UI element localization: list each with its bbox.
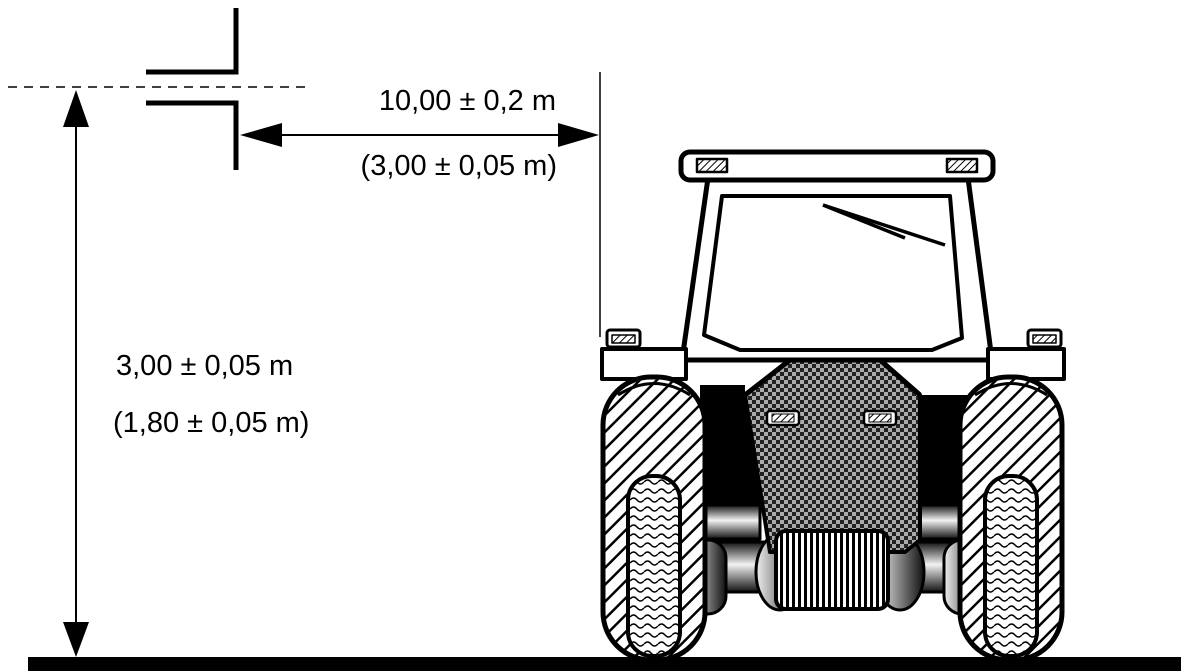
rear-body bbox=[743, 358, 922, 554]
vertical-height-alt-label: (1,80 ± 0,05 m) bbox=[113, 407, 309, 439]
horizontal-distance-label: 10,00 ± 0,2 m bbox=[379, 85, 556, 117]
horizontal-dimension-arrow bbox=[240, 123, 599, 147]
reference-marker-upper bbox=[146, 8, 239, 75]
left-rear-wheel bbox=[600, 374, 708, 663]
reference-marker-lower bbox=[146, 100, 239, 170]
left-fender bbox=[600, 347, 688, 381]
right-rear-wheel bbox=[957, 374, 1065, 663]
roof-light-right bbox=[945, 157, 979, 174]
vertical-height-label: 3,00 ± 0,05 m bbox=[116, 350, 293, 382]
roof-light-left bbox=[695, 157, 729, 174]
roof-bar bbox=[678, 149, 996, 183]
horizontal-distance-alt-label: (3,00 ± 0,05 m) bbox=[361, 150, 557, 182]
windshield bbox=[702, 194, 964, 352]
vertical-dimension-arrow bbox=[63, 90, 89, 657]
right-fender bbox=[986, 347, 1066, 381]
ground-line bbox=[28, 657, 1181, 671]
pto-block bbox=[774, 529, 890, 611]
tractor-illustration bbox=[600, 149, 1066, 663]
